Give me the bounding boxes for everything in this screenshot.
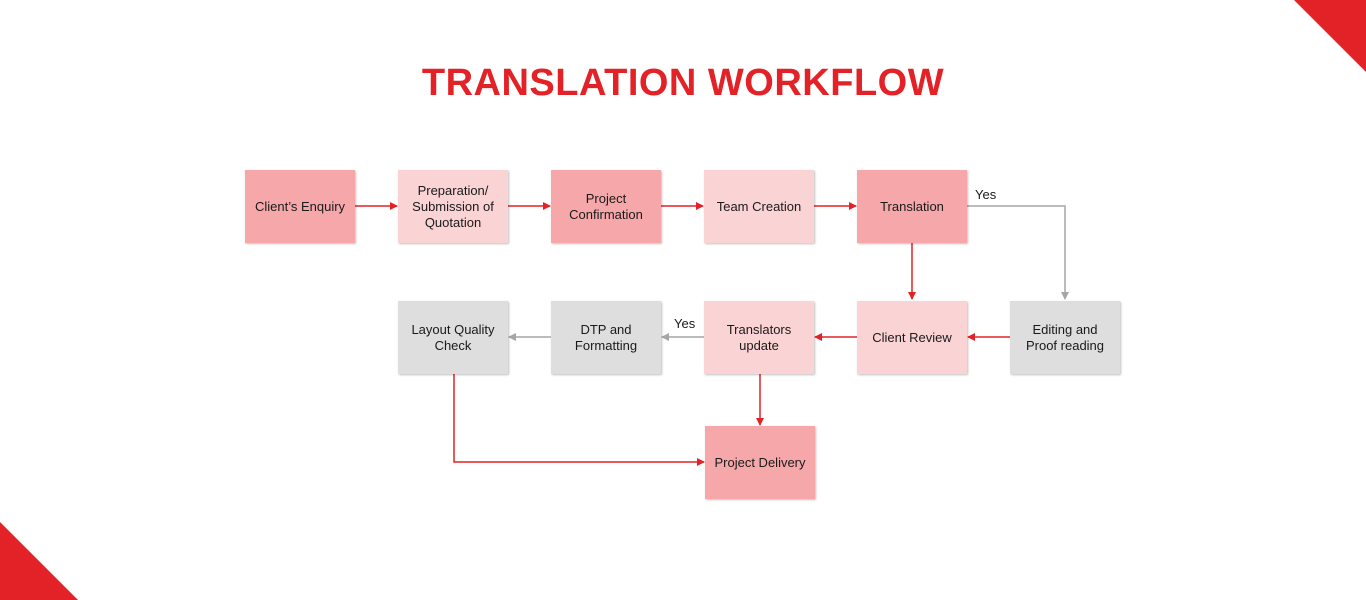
node-label: Project Confirmation [569,190,643,222]
node-label: Editing and Proof reading [1025,321,1105,353]
node-team-creation[interactable]: Team Creation [704,170,814,243]
node-label: Client’s Enquiry [254,198,346,214]
node-label: Project Delivery [714,454,806,470]
node-project-delivery[interactable]: Project Delivery [705,426,815,499]
node-dtp-and-formatting[interactable]: DTP and Formatting [551,301,661,374]
node-translators-update[interactable]: Translators update [704,301,814,374]
edge-translation-to-editing [967,205,1069,300]
node-editing-and-proof-reading[interactable]: Editing and Proof reading [1010,301,1120,374]
edge-label-yes-translators: Yes [674,316,696,331]
page-title: TRANSLATION WORKFLOW [421,62,945,104]
node-clients-enquiry[interactable]: Client’s Enquiry [245,170,355,243]
node-label: DTP and Formatting [574,321,638,353]
node-label: Layout Quality Check [411,321,495,353]
edge-layout-to-delivery [453,374,705,466]
node-label: Translators update [726,321,792,353]
node-client-review[interactable]: Client Review [857,301,967,374]
edge-label-yes-translation: Yes [975,187,997,202]
node-project-confirmation[interactable]: Project Confirmation [551,170,661,243]
node-label: Team Creation [716,198,802,214]
corner-decoration-bottom-left [0,522,78,600]
node-preparation-submission-of-quotation[interactable]: Preparation/ Submission of Quotation [398,170,508,243]
corner-decoration-top-right [1294,0,1366,72]
node-label: Preparation/ Submission of Quotation [412,182,494,230]
node-label: Client Review [872,329,952,345]
node-translation[interactable]: Translation [857,170,967,243]
node-label: Translation [880,198,944,214]
node-layout-quality-check[interactable]: Layout Quality Check [398,301,508,374]
